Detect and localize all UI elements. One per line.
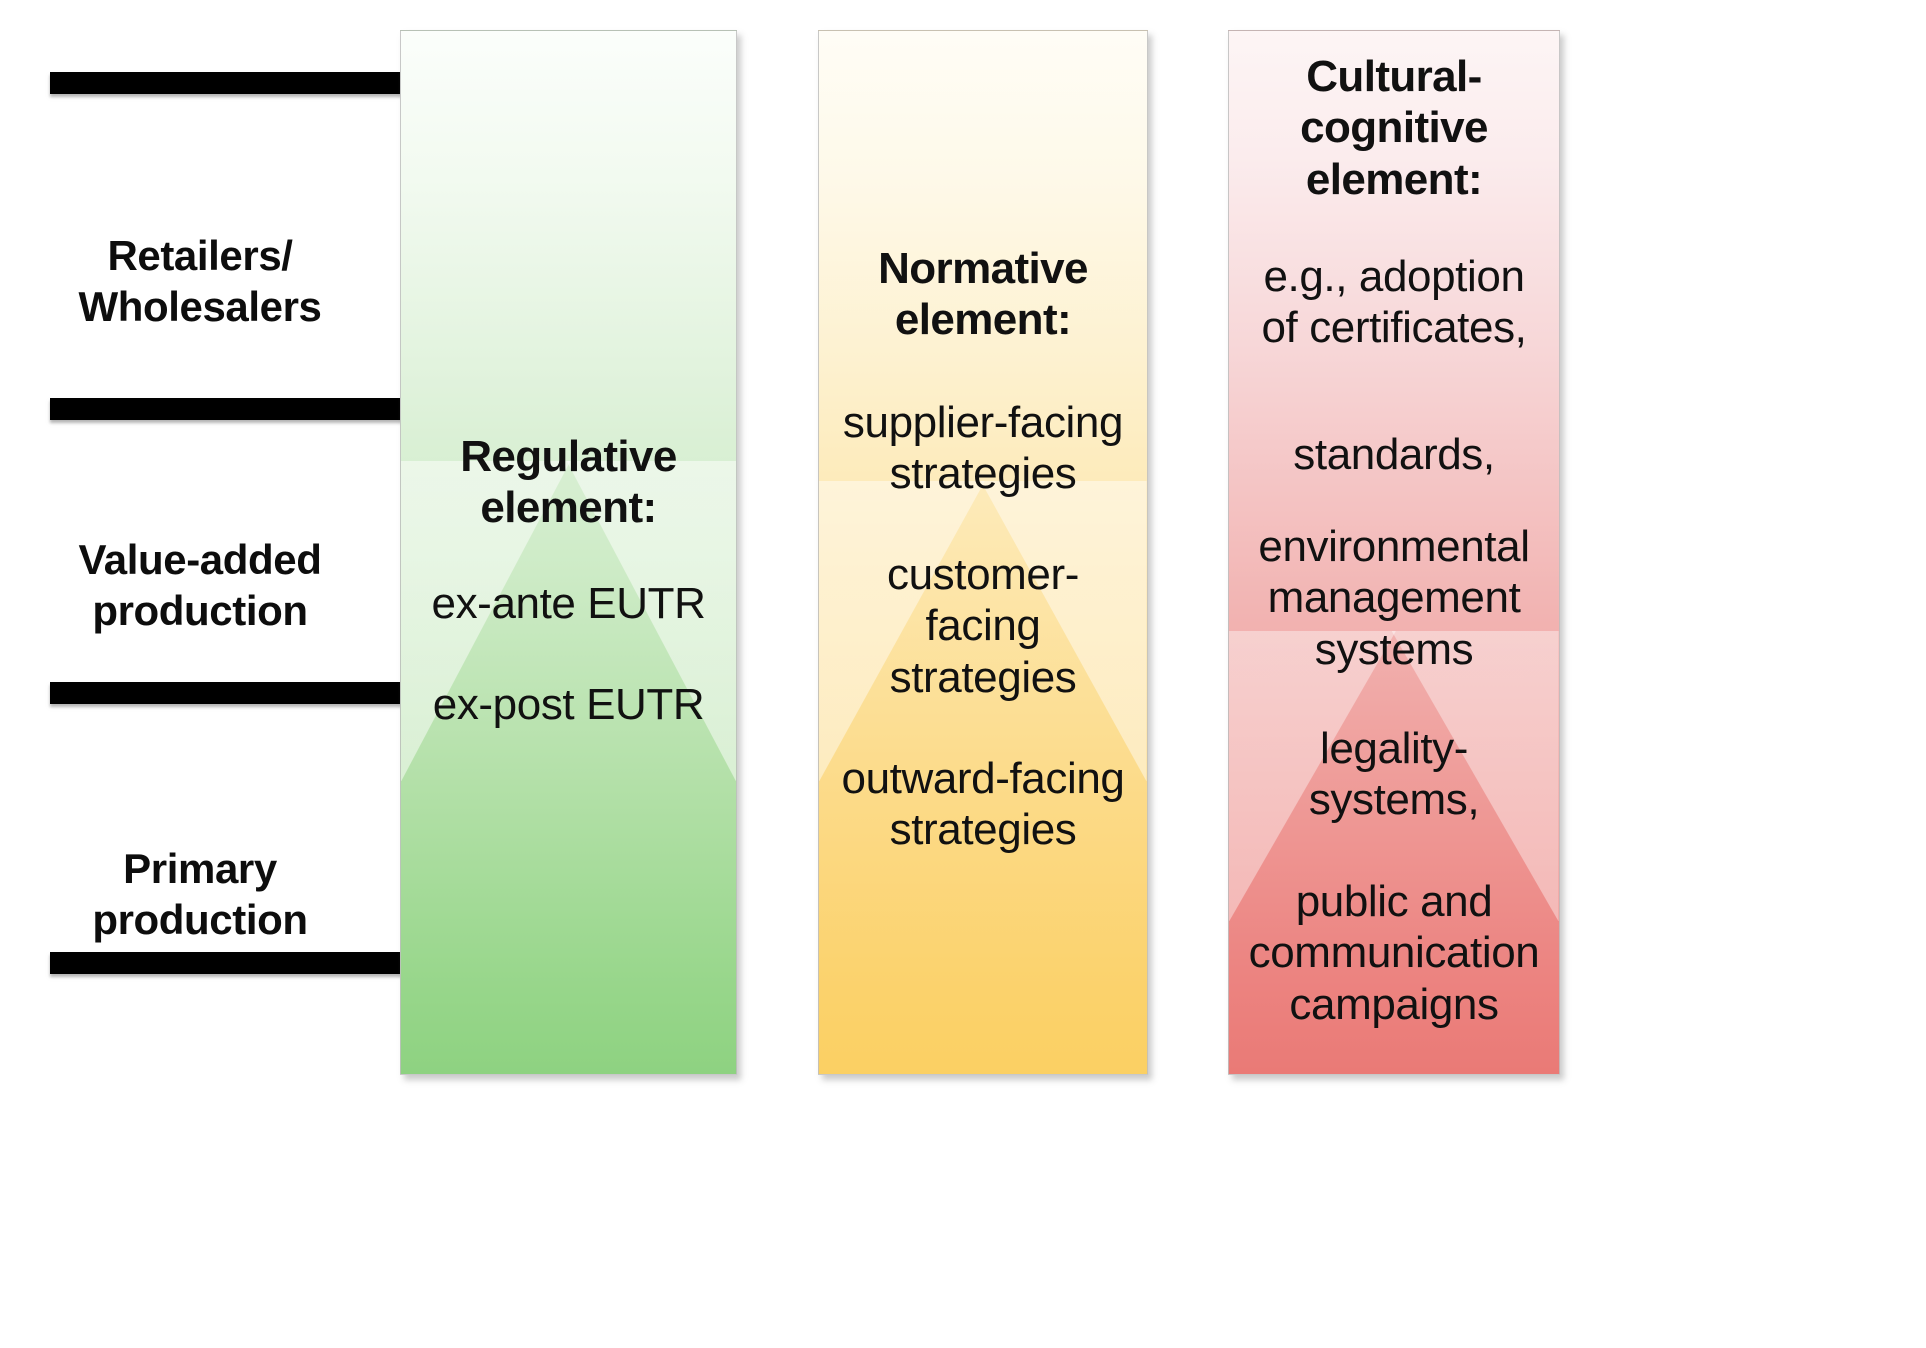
pillar-item-line: of certificates,	[1261, 303, 1527, 353]
pillar-title-line: Cultural-	[1306, 52, 1482, 101]
pillar-title-line: Normative	[878, 244, 1088, 293]
pillar-item-line: strategies	[889, 652, 1077, 702]
pillar-item-line: strategies	[889, 449, 1077, 499]
pillar-item-line: customer-	[887, 550, 1079, 599]
tier-label-primary-production: Primary production	[0, 843, 400, 945]
pillar-normative-item-outward-facing-strategies: outward-facing strategies	[819, 753, 1147, 856]
tier-separator-bar-3-left	[50, 682, 500, 704]
pillar-item-line: systems	[1314, 624, 1474, 674]
tier-label-line: Wholesalers	[78, 283, 322, 331]
pillar-cultural-item-environmental-management-systems: environmental management systems	[1229, 521, 1559, 675]
tier-label-retailers-wholesalers: Retailers/ Wholesalers	[0, 230, 400, 332]
pillar-cultural-cognitive-element[interactable]: Cultural- cognitive element: e.g., adopt…	[1228, 30, 1560, 1075]
pillar-cultural-item-legality-systems: legality- systems,	[1229, 723, 1559, 826]
tier-label-value-added-production: Value-added production	[0, 534, 400, 636]
pillar-cultural-item-public-and-communication-campaigns: public and communication campaigns	[1229, 876, 1559, 1030]
pillar-item-line: facing	[925, 601, 1041, 651]
pillar-item-line: standards,	[1293, 430, 1495, 479]
pillar-item-line: ex-ante EUTR	[431, 579, 706, 628]
pillar-cultural-cognitive-title: Cultural- cognitive element:	[1229, 51, 1559, 205]
tier-label-line: Primary	[123, 845, 277, 892]
tier-separator-bar-1-left	[50, 72, 500, 94]
pillar-item-line: supplier-facing	[842, 398, 1124, 447]
pillar-title-line: Regulative	[460, 432, 677, 481]
pillar-item-line: environmental	[1258, 522, 1530, 571]
pillar-item-line: campaigns	[1289, 979, 1499, 1029]
pillar-cultural-item-standards: standards,	[1229, 429, 1559, 480]
pillar-title-line: cognitive	[1300, 103, 1488, 153]
pillar-normative-element[interactable]: Normative element: supplier-facing strat…	[818, 30, 1148, 1075]
tier-separator-bar-2-left	[50, 398, 500, 420]
tier-label-line: production	[92, 587, 308, 635]
pillar-cultural-cognitive-content: Cultural- cognitive element: e.g., adopt…	[1229, 31, 1559, 1074]
pillar-regulative-item-ex-post-eutr: ex-post EUTR	[401, 679, 736, 730]
pillar-item-line: systems,	[1308, 775, 1480, 825]
pillar-regulative-content: Regulative element: ex-ante EUTR ex-post…	[401, 31, 736, 1074]
pillar-title-line: element:	[480, 483, 657, 533]
pillar-normative-item-supplier-facing-strategies: supplier-facing strategies	[819, 397, 1147, 500]
pillar-normative-title: Normative element:	[819, 243, 1147, 346]
pillar-item-line: legality-	[1319, 724, 1468, 773]
pillar-title-line: element:	[1305, 154, 1483, 204]
pillar-item-line: outward-facing	[841, 754, 1125, 803]
tier-label-line: production	[92, 896, 308, 944]
pillar-normative-item-customer-facing-strategies: customer- facing strategies	[819, 549, 1147, 703]
pillar-regulative-item-ex-ante-eutr: ex-ante EUTR	[401, 578, 736, 629]
pillar-regulative-element[interactable]: Regulative element: ex-ante EUTR ex-post…	[400, 30, 737, 1075]
pillar-normative-content: Normative element: supplier-facing strat…	[819, 31, 1147, 1074]
pillar-item-line: ex-post EUTR	[432, 680, 705, 729]
pillar-cultural-item-adoption-of-certificates: e.g., adoption of certificates,	[1229, 251, 1559, 354]
pillar-item-line: communication	[1248, 928, 1540, 978]
pillar-item-line: public and	[1295, 877, 1493, 926]
tier-label-line: Value-added	[78, 536, 322, 583]
pillar-title-line: element:	[894, 295, 1072, 345]
tier-label-line: Retailers/	[107, 232, 293, 279]
pillar-regulative-title: Regulative element:	[401, 431, 736, 534]
pillar-item-line: strategies	[889, 805, 1077, 855]
tier-separator-bar-4-left	[50, 952, 500, 974]
pillar-item-line: e.g., adoption	[1263, 252, 1525, 301]
pillar-item-line: management	[1267, 573, 1521, 623]
